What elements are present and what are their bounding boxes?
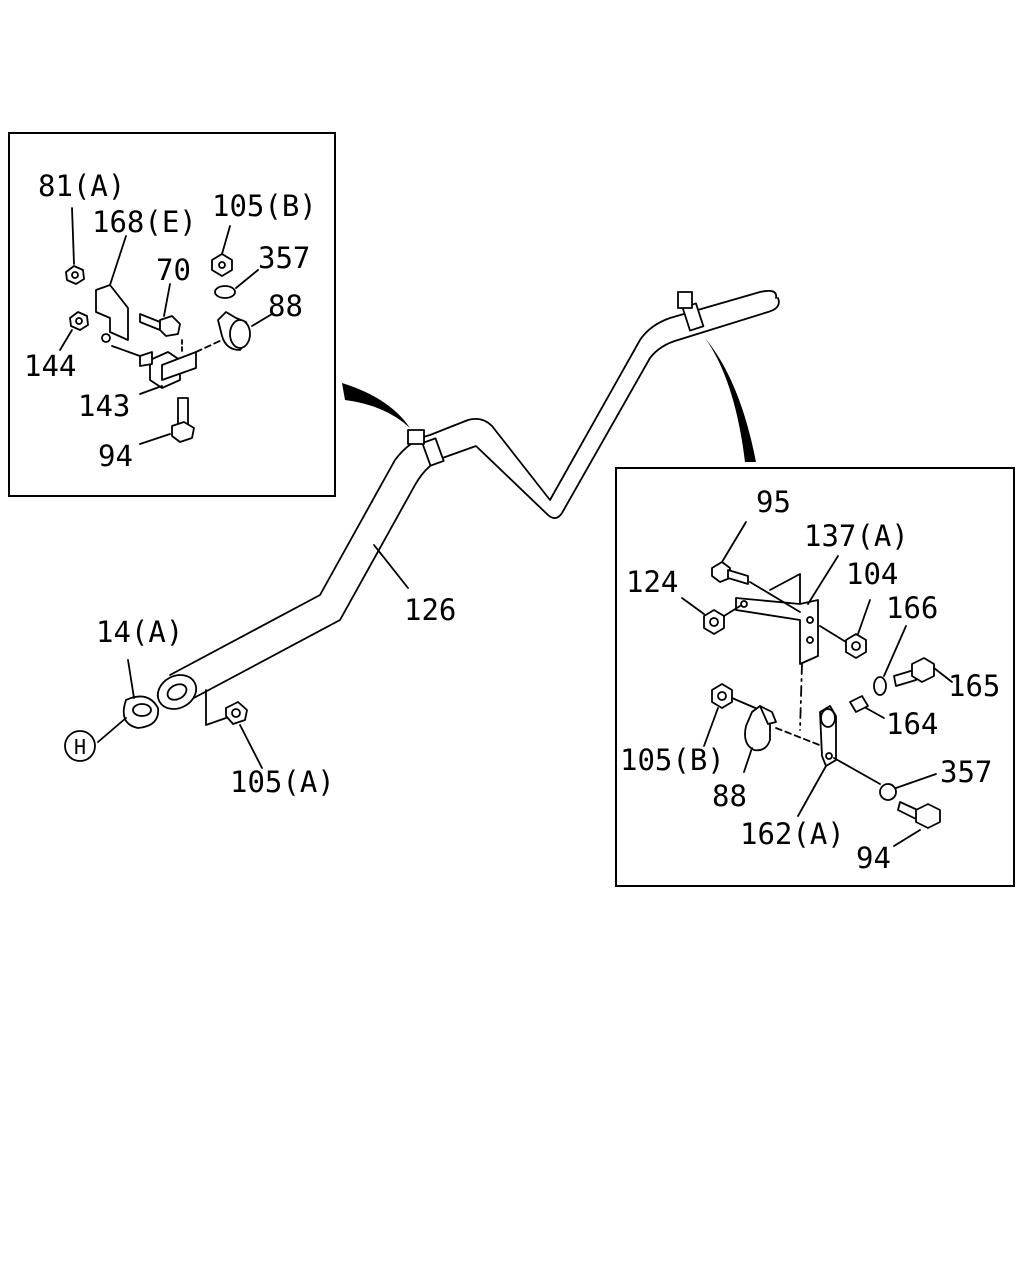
left-inset: 81(A) 168(E) 105(B) 70 357 88 144 143 94 bbox=[8, 132, 336, 497]
label-105b-right: 105(B) bbox=[620, 743, 725, 777]
label-165: 165 bbox=[948, 669, 1000, 703]
label-164: 164 bbox=[886, 707, 938, 741]
label-94-left: 94 bbox=[98, 439, 133, 473]
label-94-right: 94 bbox=[856, 841, 891, 875]
label-70: 70 bbox=[156, 253, 191, 287]
label-357-right: 357 bbox=[940, 755, 992, 789]
label-14a: 14(A) bbox=[96, 615, 183, 649]
nut-105a bbox=[205, 689, 248, 726]
reference-h-label: H bbox=[74, 735, 86, 759]
label-168e: 168(E) bbox=[92, 205, 197, 239]
gasket-14a bbox=[122, 695, 160, 729]
label-137a: 137(A) bbox=[804, 519, 909, 553]
label-144: 144 bbox=[24, 349, 76, 383]
label-95: 95 bbox=[756, 485, 791, 519]
label-357-left: 357 bbox=[258, 241, 310, 275]
right-inset: 95 137(A) 124 104 166 165 164 105(B) 88 … bbox=[615, 467, 1015, 887]
callout-pointer-left bbox=[342, 383, 410, 428]
label-124: 124 bbox=[626, 565, 678, 599]
callout-pointer-right bbox=[705, 338, 756, 462]
label-105b-left: 105(B) bbox=[212, 189, 317, 223]
reference-h-circle bbox=[64, 730, 96, 762]
label-81a: 81(A) bbox=[38, 169, 125, 203]
label-166: 166 bbox=[886, 591, 938, 625]
label-88-right: 88 bbox=[712, 779, 747, 813]
label-162a: 162(A) bbox=[740, 817, 845, 851]
label-104: 104 bbox=[846, 557, 898, 591]
exhaust-pipe-126 bbox=[156, 289, 780, 710]
label-88-left: 88 bbox=[268, 289, 303, 323]
label-105a: 105(A) bbox=[230, 765, 335, 799]
label-126: 126 bbox=[404, 593, 456, 627]
label-143: 143 bbox=[78, 389, 130, 423]
